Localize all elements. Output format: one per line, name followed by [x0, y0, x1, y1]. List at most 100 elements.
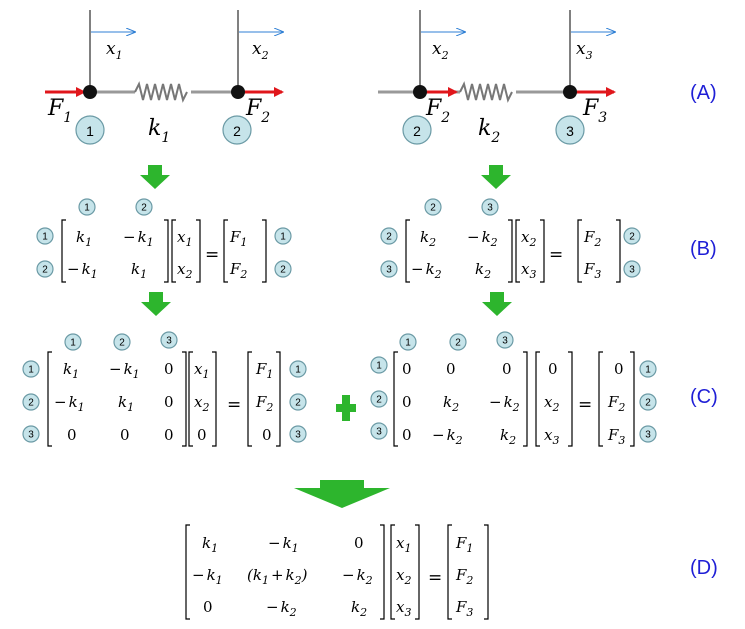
- node-dot-2: [231, 85, 245, 99]
- svg-text:−k2: −k2: [342, 566, 373, 587]
- svg-text:1: 1: [376, 361, 382, 372]
- down-arrow-big-icon: [294, 480, 390, 508]
- svg-text:x2: x2: [194, 393, 209, 414]
- svg-text:0: 0: [548, 360, 558, 378]
- svg-text:1: 1: [42, 232, 48, 243]
- svg-text:(k1+k2): (k1+k2): [247, 566, 308, 587]
- svg-text:0: 0: [203, 598, 213, 616]
- svg-text:0: 0: [614, 360, 624, 378]
- col-badge-2: 2: [113, 333, 131, 351]
- svg-text:=: =: [227, 395, 241, 415]
- col-badge-1: 1: [78, 198, 96, 216]
- svg-text:1: 1: [28, 365, 34, 376]
- svg-text:−k2: −k2: [266, 598, 297, 619]
- svg-text:=: =: [549, 245, 563, 265]
- svg-text:k1: k1: [118, 393, 134, 414]
- col-badge-1: 1: [64, 333, 82, 351]
- down-arrow-icon: [482, 292, 512, 316]
- svg-text:F3: F3: [583, 260, 601, 281]
- label-f3: F3: [582, 96, 607, 126]
- svg-text:2: 2: [42, 265, 48, 276]
- rhs-badge-3: 3: [289, 425, 307, 443]
- svg-text:2: 2: [295, 398, 301, 409]
- svg-text:0: 0: [402, 393, 412, 411]
- svg-text:F3: F3: [455, 598, 473, 619]
- spring-element-2: x2 x3 F2 F3 k2 2 3: [378, 10, 616, 146]
- label-x2: x2: [432, 39, 449, 62]
- svg-text:0: 0: [446, 360, 456, 378]
- svg-text:0: 0: [402, 360, 412, 378]
- svg-text:0: 0: [262, 426, 272, 444]
- svg-text:0: 0: [502, 360, 512, 378]
- svg-text:−k1: −k1: [54, 393, 85, 414]
- svg-text:3: 3: [629, 265, 635, 276]
- svg-text:=: =: [205, 245, 219, 265]
- svg-text:k1: k1: [202, 534, 218, 555]
- plus-icon: [336, 395, 356, 421]
- row-badge-3: 3: [22, 425, 40, 443]
- element-matrix-1: 1 2 1 2 k1 −k1 −k1 k1 x1 x2 = F1 F2 1 2: [36, 198, 292, 283]
- svg-text:F2: F2: [455, 566, 473, 587]
- svg-text:0: 0: [164, 426, 174, 444]
- svg-text:−k2: −k2: [467, 228, 498, 249]
- col-badge-3: 3: [160, 331, 178, 349]
- rhs-badge-2: 2: [289, 393, 307, 411]
- svg-text:0: 0: [402, 426, 412, 444]
- svg-text:k2: k2: [500, 426, 516, 447]
- svg-text:−k2: −k2: [432, 426, 463, 447]
- col-badge-3: 3: [496, 331, 514, 349]
- rhs-badge-1: 1: [289, 360, 307, 378]
- down-arrow-icon: [141, 292, 171, 316]
- svg-text:0: 0: [197, 426, 207, 444]
- svg-text:F2: F2: [229, 260, 247, 281]
- svg-text:2: 2: [141, 203, 147, 214]
- svg-text:2: 2: [430, 203, 436, 214]
- step-label-b: (B): [690, 238, 717, 260]
- label-x2: x2: [252, 39, 269, 62]
- node-dot-3: [563, 85, 577, 99]
- svg-text:2: 2: [119, 338, 125, 349]
- svg-text:k2: k2: [475, 260, 491, 281]
- svg-text:1: 1: [86, 123, 94, 139]
- down-arrow-icon: [481, 165, 511, 189]
- svg-text:−k1: −k1: [268, 534, 299, 555]
- svg-text:−k1: −k1: [109, 360, 140, 381]
- label-x3: x3: [576, 39, 593, 62]
- svg-text:2: 2: [645, 398, 651, 409]
- svg-text:2: 2: [455, 338, 461, 349]
- svg-text:−k1: −k1: [123, 228, 154, 249]
- svg-text:x1: x1: [177, 228, 192, 249]
- svg-text:=: =: [428, 568, 442, 588]
- label-k2: k2: [478, 116, 500, 146]
- svg-text:3: 3: [502, 336, 508, 347]
- node-badge-3: 3: [555, 115, 585, 145]
- svg-text:x1: x1: [194, 360, 209, 381]
- svg-text:x3: x3: [544, 426, 559, 447]
- row-badge-1: 1: [22, 360, 40, 378]
- svg-text:F2: F2: [607, 393, 625, 414]
- row-badge-1: 1: [36, 227, 54, 245]
- rhs-badge-3: 3: [623, 260, 641, 278]
- rhs-badge-3: 3: [639, 425, 657, 443]
- row-badge-1: 1: [370, 356, 388, 374]
- svg-text:k1: k1: [76, 228, 92, 249]
- node-dot-2: [413, 85, 427, 99]
- down-arrow-icon: [140, 165, 170, 189]
- svg-text:1: 1: [70, 338, 76, 349]
- svg-text:3: 3: [166, 336, 172, 347]
- step-label-a: (A): [690, 82, 717, 104]
- svg-text:1: 1: [280, 232, 286, 243]
- svg-text:k1: k1: [63, 360, 79, 381]
- row-badge-2: 2: [380, 227, 398, 245]
- svg-text:2: 2: [629, 232, 635, 243]
- svg-text:F1: F1: [255, 360, 273, 381]
- svg-text:3: 3: [645, 430, 651, 441]
- node-badge-2: 2: [402, 115, 432, 145]
- global-matrix: k1 −k1 0 −k1 (k1+k2) −k2 0 −k2 k2 x1 x2 …: [185, 524, 489, 620]
- svg-text:x3: x3: [396, 598, 411, 619]
- svg-text:1: 1: [295, 365, 301, 376]
- step-label-c: (C): [690, 386, 718, 408]
- svg-text:1: 1: [645, 365, 651, 376]
- svg-text:2: 2: [376, 395, 382, 406]
- svg-text:=: =: [578, 395, 592, 415]
